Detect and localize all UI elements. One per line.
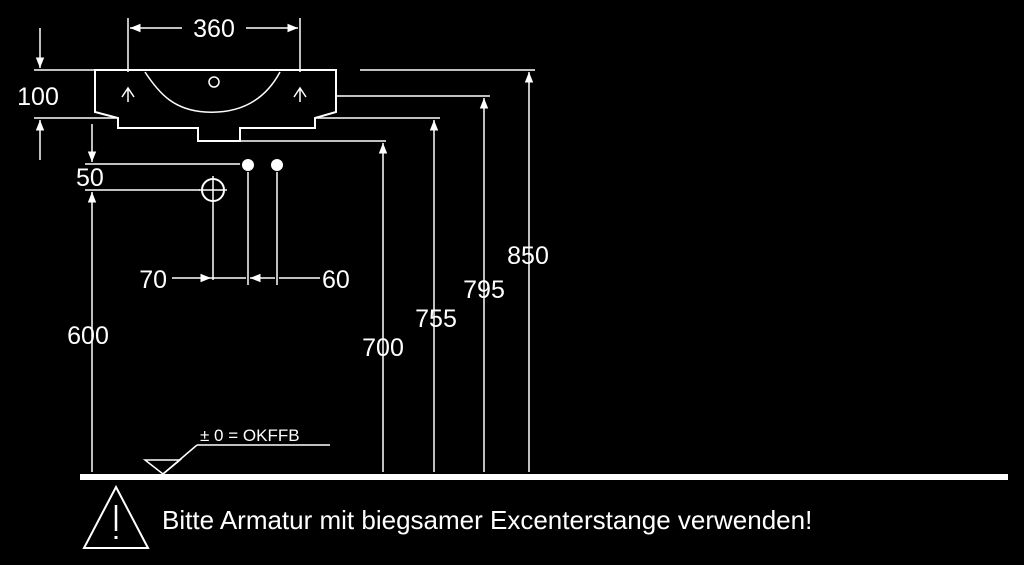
tap-right-icon	[293, 86, 307, 102]
level-triangle-icon	[142, 459, 183, 475]
tap-left-icon	[121, 86, 135, 102]
dim-600: 600	[67, 192, 109, 472]
dim-795: 795	[336, 95, 505, 472]
dim-width-label: 360	[193, 15, 235, 43]
warning-triangle-icon	[82, 484, 150, 549]
dim-basin-height: 100	[17, 28, 118, 160]
water-connection-left	[242, 159, 254, 171]
floor-level-label: ± 0 = OKFFB	[200, 426, 300, 445]
dim-siphon-offset: 50	[76, 124, 240, 192]
dim-width: 360	[127, 15, 301, 72]
connections	[199, 159, 283, 285]
dim-600-label: 600	[67, 322, 109, 350]
water-connection-right	[271, 159, 283, 171]
dim-755: 755	[315, 117, 457, 472]
dim-right-offset-label: 60	[322, 266, 350, 294]
dim-850: 850	[360, 69, 549, 472]
dim-siphon-offset-label: 50	[76, 164, 104, 192]
dim-basin-height-label: 100	[17, 83, 59, 111]
basin-outline	[94, 69, 337, 142]
floor-line	[80, 474, 1008, 480]
dim-left-offset-label: 70	[139, 266, 167, 294]
dim-755-label: 755	[415, 305, 457, 333]
dim-700-label: 700	[362, 334, 404, 362]
dim-700: 700	[240, 140, 404, 472]
dim-850-label: 850	[507, 242, 549, 270]
dim-795-label: 795	[463, 276, 505, 304]
floor-level-marker: ± 0 = OKFFB	[142, 426, 330, 475]
warning-text: Bitte Armatur mit biegsamer Excenterstan…	[162, 505, 812, 535]
overflow-hole	[208, 76, 220, 88]
dim-connection-offsets: 70 60	[139, 266, 350, 294]
